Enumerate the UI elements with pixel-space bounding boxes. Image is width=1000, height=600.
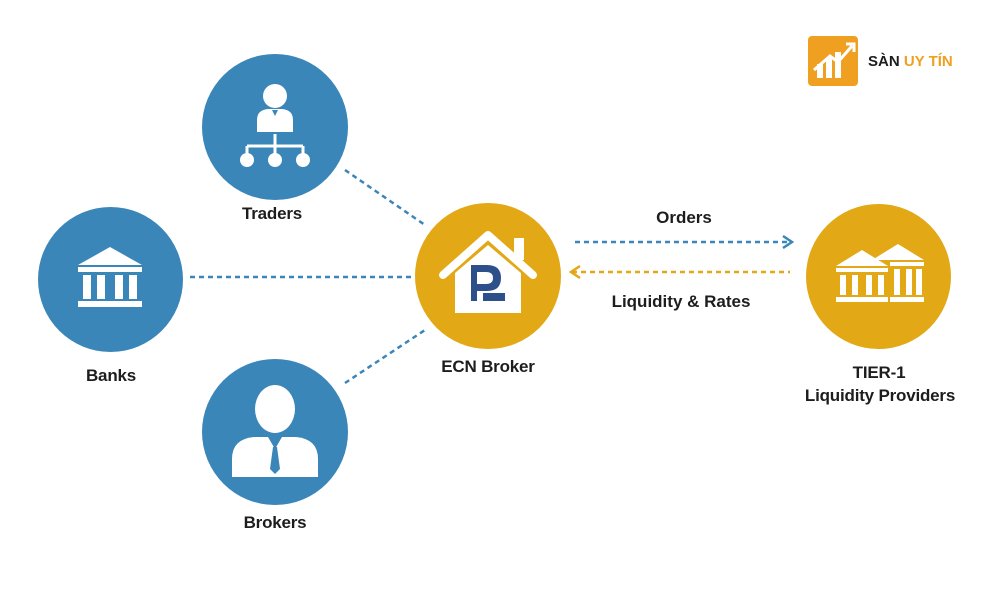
house-r-logo-icon	[439, 231, 537, 313]
logo-bars-icon	[813, 42, 856, 78]
org-chart-person-icon	[240, 84, 310, 167]
edge-traders-ecn	[344, 168, 426, 227]
brand-name-part2: UY TÍN	[903, 52, 953, 70]
liquidity-rates-label: Liquidity & Rates	[611, 292, 751, 311]
orders-arrowhead	[782, 234, 795, 250]
banks-label: Banks	[85, 366, 137, 385]
bank-building-icon	[78, 247, 142, 307]
liquidity-arrowhead	[568, 264, 581, 280]
edge-brokers-ecn	[344, 328, 426, 385]
liquidity-providers-node	[806, 204, 951, 349]
ecn-broker-node	[415, 203, 561, 349]
traders-label: Traders	[241, 204, 303, 223]
brand-name: SÀN UY TÍN	[868, 53, 953, 70]
brand-name-part1: SÀN	[868, 52, 904, 70]
banks-node	[38, 207, 183, 352]
liquidity-providers-label-line2: Liquidity Providers	[804, 386, 956, 405]
traders-node	[202, 54, 348, 200]
orders-label: Orders	[656, 208, 712, 227]
person-suit-icon	[232, 385, 318, 477]
banks-buildings-icon	[836, 244, 924, 302]
liquidity-providers-label-line1: TIER-1	[852, 363, 906, 382]
ecn-broker-label: ECN Broker	[441, 357, 535, 376]
brokers-label: Brokers	[243, 513, 307, 532]
bar-chart-logo-icon	[808, 36, 858, 86]
brand-logo: SÀN UY TÍN	[808, 36, 953, 86]
brokers-node	[202, 359, 348, 505]
